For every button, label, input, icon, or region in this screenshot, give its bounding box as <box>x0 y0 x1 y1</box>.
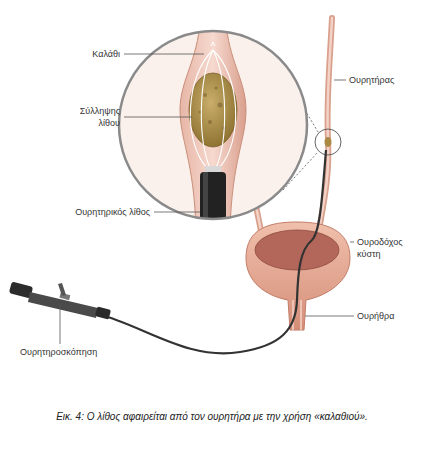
leader-line <box>305 316 354 317</box>
magnifier-circle <box>119 31 307 219</box>
bladder-interior <box>255 230 339 270</box>
ureter <box>318 18 332 236</box>
leader-line <box>334 80 346 81</box>
part-label: Ουροδόχος κύστη <box>357 236 415 260</box>
leader-line <box>154 212 200 213</box>
leader-line <box>124 54 204 55</box>
leader-line <box>60 304 61 344</box>
part-label: Σύλληψης λίθου <box>68 105 120 129</box>
zoom-circle <box>315 129 341 155</box>
part-label: Ουρητήρας <box>349 74 419 86</box>
leader-line <box>350 242 354 243</box>
part-label: Καλάθι <box>50 48 120 60</box>
part-label: Ουρήθρα <box>357 310 417 322</box>
part-label: Ουρητηρικός λίθος <box>50 206 150 218</box>
small-stone <box>325 137 332 147</box>
leader-line <box>124 117 192 118</box>
part-label: Ουρητηροσκόπηση <box>20 346 120 358</box>
figure-caption: Εικ. 4: Ο λίθος αφαιρείται από τον ουρητ… <box>52 410 372 424</box>
